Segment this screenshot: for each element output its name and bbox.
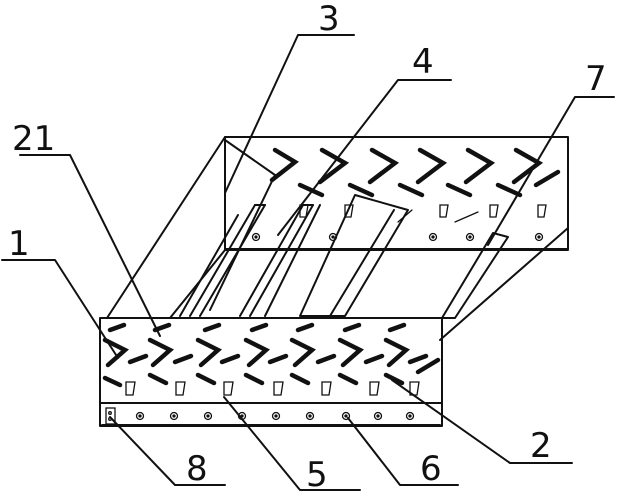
front-box-herringbone bbox=[102, 322, 441, 388]
label-8: 8 bbox=[186, 449, 208, 489]
label-5: 5 bbox=[306, 455, 328, 495]
back-box bbox=[224, 136, 569, 251]
label-6: 6 bbox=[420, 449, 442, 489]
guide-rails bbox=[179, 139, 509, 319]
front-box-rivets bbox=[135, 411, 415, 421]
part-labels: 3 4 7 21 1 2 8 5 6 bbox=[8, 0, 607, 495]
label-4: 4 bbox=[412, 42, 434, 82]
front-box-blocks bbox=[125, 381, 420, 396]
label-1: 1 bbox=[8, 224, 30, 264]
label-3: 3 bbox=[318, 0, 340, 39]
label-2: 2 bbox=[530, 426, 552, 466]
front-box bbox=[99, 317, 443, 427]
part-8-block bbox=[105, 407, 116, 425]
label-7: 7 bbox=[585, 59, 607, 99]
back-box-herringbone bbox=[269, 147, 561, 198]
leader-lines bbox=[1, 34, 615, 491]
label-21: 21 bbox=[12, 119, 55, 159]
back-box-rivets bbox=[251, 232, 544, 242]
